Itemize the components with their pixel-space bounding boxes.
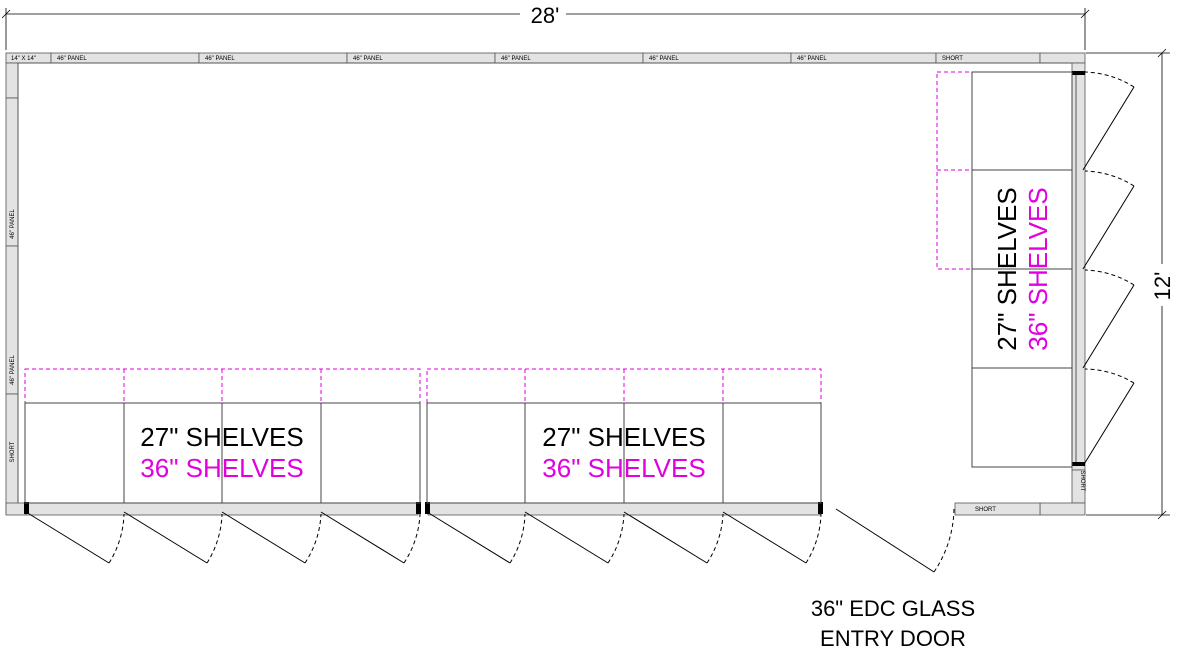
bottom-wall: SHORT — [5, 502, 1041, 516]
entry-door-label-line2: ENTRY DOOR — [820, 626, 966, 651]
shelf-36-label: 36" SHELVES — [1023, 187, 1053, 350]
door-swing — [623, 511, 724, 564]
shelf-27-label: 27" SHELVES — [140, 422, 303, 452]
right-wall-panel-label: SHORT — [1079, 471, 1085, 492]
shelf-36-label: 36" SHELVES — [140, 453, 303, 483]
top-wall-panel-label: 46" PANEL — [501, 56, 531, 62]
door-swing — [1082, 71, 1135, 171]
left-wall-panel-label: 46" PANEL — [10, 354, 16, 384]
door-swing — [123, 511, 223, 564]
shelf-group-bottom-middle: 27" SHELVES 36" SHELVES — [426, 368, 822, 504]
left-wall-corner — [5, 62, 19, 99]
top-wall-panel-label: 46" PANEL — [797, 56, 827, 62]
right-cooler-doors — [1082, 71, 1135, 467]
door-swing — [221, 511, 322, 564]
entry-door-swing-arc — [933, 507, 955, 573]
left-wall: 46" PANEL 46" PANEL SHORT — [5, 62, 19, 515]
right-wall-bottom-corner — [1039, 502, 1086, 516]
shelf-27-label: 27" SHELVES — [992, 187, 1022, 350]
entry-door-leaf — [835, 508, 935, 573]
top-wall-panel-label: 14" X 14" — [11, 56, 36, 62]
top-wall: 14" X 14" 46" PANEL 46" PANEL 46" PANEL … — [5, 52, 1086, 64]
right-door-mullion-top — [1072, 71, 1085, 75]
bottom-wall-short-panel — [954, 502, 1041, 516]
door-swing — [1082, 269, 1135, 369]
shelf-group-bottom-left: 27" SHELVES 36" SHELVES — [24, 368, 421, 504]
depth-dimension: 12' — [1086, 48, 1175, 520]
top-wall-panel-label: 46" PANEL — [205, 56, 235, 62]
top-wall-panel-label: SHORT — [942, 56, 963, 62]
door-mullion — [24, 502, 29, 514]
entry-door-label-line1: 36" EDC GLASS — [811, 596, 975, 621]
left-wall-panel-label: SHORT — [10, 441, 16, 462]
door-swing — [1082, 368, 1135, 467]
right-wall: SHORT — [1039, 62, 1086, 516]
top-wall-corner — [1039, 52, 1086, 64]
bottom-wall-door-strip-2 — [427, 502, 821, 516]
door-swing — [25, 511, 125, 564]
right-wall-door-frame — [1071, 62, 1086, 471]
door-swing — [426, 511, 526, 564]
bottom-wall-panel-label: SHORT — [975, 507, 996, 513]
door-swing — [524, 511, 625, 564]
shelf-27-label: 27" SHELVES — [542, 422, 705, 452]
bottom-wall-door-strip-1 — [25, 502, 419, 516]
bottom-cooler-doors — [25, 511, 822, 564]
right-door-mullion-bottom — [1072, 462, 1085, 466]
door-mullion — [416, 502, 421, 514]
top-wall-panel-label: 46" PANEL — [649, 56, 679, 62]
entry-door: 36" EDC GLASS ENTRY DOOR — [811, 507, 975, 651]
door-mullion — [425, 502, 430, 514]
shelf-group-right: 27" SHELVES 36" SHELVES — [936, 71, 1073, 468]
width-dimension: 28' — [1, 2, 1090, 50]
top-wall-panel-label: 46" PANEL — [353, 56, 383, 62]
shelf-36-label: 36" SHELVES — [542, 453, 705, 483]
left-wall-panel-label: 46" PANEL — [10, 208, 16, 238]
depth-label: 12' — [1150, 272, 1175, 301]
door-swing — [320, 511, 421, 564]
door-swing — [1082, 170, 1135, 270]
bottom-wall-corner — [5, 502, 27, 516]
width-label: 28' — [531, 3, 560, 28]
top-wall-panel-label: 46" PANEL — [57, 56, 87, 62]
door-mullion — [818, 502, 823, 514]
door-swing — [722, 511, 822, 564]
interior-outline — [17, 62, 1072, 503]
